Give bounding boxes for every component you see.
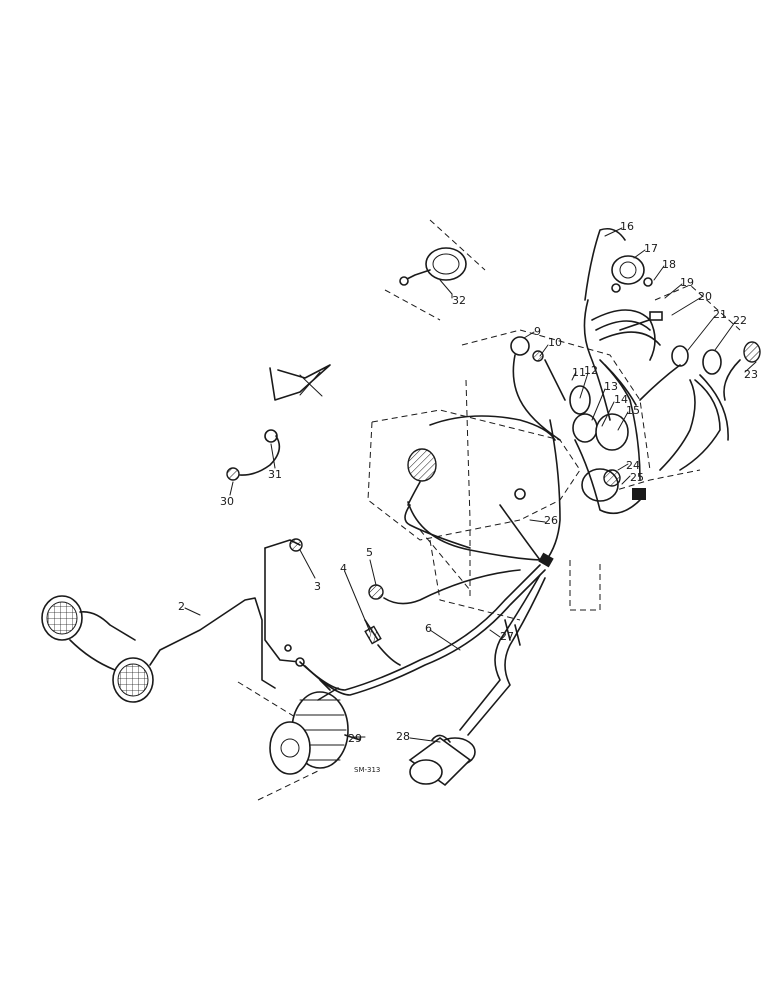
sensor-5 [368,569,521,605]
callout-31: 31 [268,468,282,481]
drawing-reference: SM-313 [354,766,380,774]
callout-5: 5 [366,546,373,559]
callout-27: 27 [500,630,514,643]
upper-harness [404,415,561,736]
gauge-32 [384,219,486,321]
callout-25: 25 [630,471,644,484]
callout-18: 18 [662,258,676,271]
panel-outline [367,284,741,621]
callout-15: 15 [626,404,640,417]
callout-9: 9 [534,325,541,338]
sensor-30-31 [226,364,331,481]
headlamps [41,595,276,703]
callout-labels: 2 3 4 5 6 9 10 11 12 13 14 15 16 17 18 1… [178,220,758,774]
callout-28: 28 [396,730,410,743]
callout-24: 24 [626,459,640,472]
callout-22: 22 [733,314,747,327]
battery-28 [408,734,476,787]
callout-2: 2 [178,600,185,613]
callout-19: 19 [680,276,694,289]
callout-17: 17 [644,242,658,255]
callout-3: 3 [314,580,321,593]
callout-14: 14 [614,393,628,406]
callout-30: 30 [220,495,234,508]
callout-20: 20 [698,290,712,303]
callout-11: 11 [572,366,586,379]
callout-10: 10 [548,336,562,349]
alternator-29 [237,681,361,801]
switch-3 [264,538,305,667]
callout-6: 6 [425,622,432,635]
callout-23: 23 [744,368,758,381]
callout-16: 16 [620,220,634,233]
leader-lines [184,227,757,743]
callout-12: 12 [584,364,598,377]
callout-26: 26 [544,514,558,527]
callout-32: 32 [452,294,466,307]
callout-4: 4 [340,562,347,575]
callout-13: 13 [604,380,618,393]
callout-21: 21 [713,308,727,321]
instrument-cluster [510,227,761,515]
callout-29: 29 [348,732,362,745]
